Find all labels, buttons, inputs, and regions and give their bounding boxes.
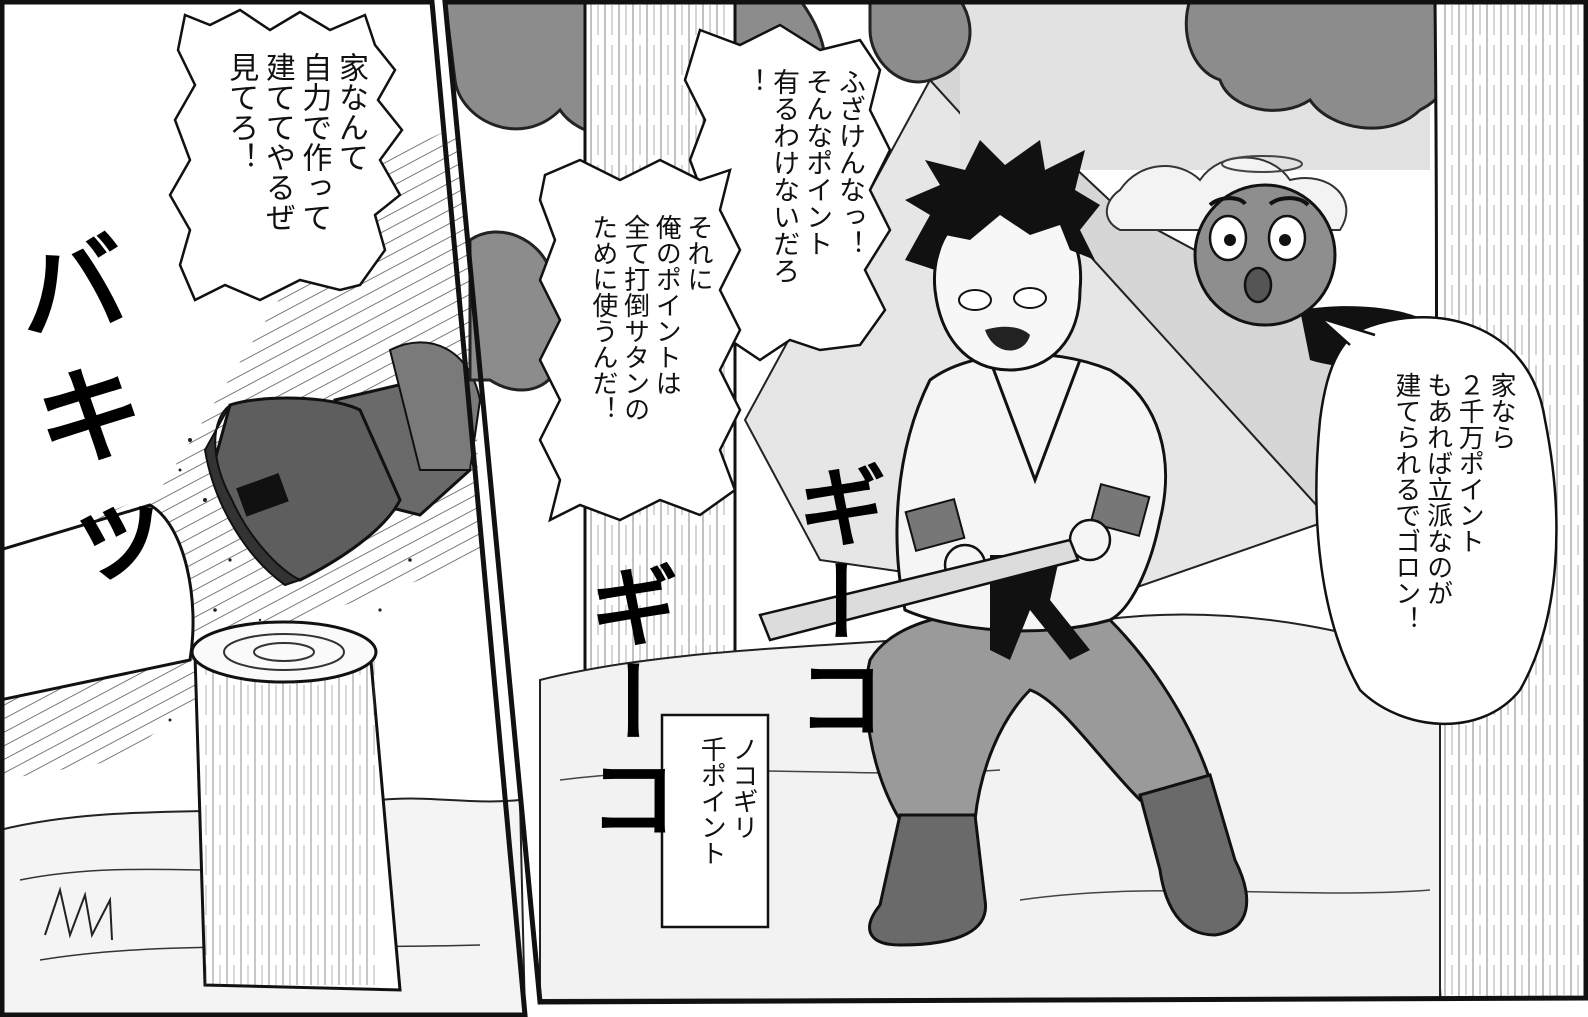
speech-bubble-left (168, 8, 404, 302)
boy-character (758, 140, 1249, 947)
speech-right-top-text: ふざけんなっ！ そんなポイント 有るわけないだろ ！ (735, 68, 865, 284)
black-belt (990, 555, 1090, 660)
speech-right-mid-text: それに 俺のポイントは 全て打倒サタンの ために使うんだ！ (587, 214, 713, 422)
speech-ball-text: 家なら ２千万ポイント もあれば立派なのが 建てられるでゴロン！ (1390, 372, 1516, 632)
left-boot (868, 813, 988, 947)
speech-bubble-right-mid (538, 158, 742, 523)
kicking-leg (203, 341, 482, 587)
caption-text: ノコギリ 千ポイント (696, 736, 758, 866)
fallen-log (0, 503, 195, 702)
speech-left-text: 家なんて 自力で作って 建ててやるぜ 見てろ！ (223, 52, 368, 232)
splinter-dots (168, 438, 412, 722)
tree-stump (190, 620, 402, 992)
sfx-giiko-1: ギーコ (781, 460, 886, 748)
caption-box (660, 713, 770, 929)
speech-bubble-ball (1315, 316, 1558, 726)
saw (758, 538, 1080, 642)
spiky-hair (905, 140, 1100, 270)
sfx-giiko-2: ギーコ (573, 560, 678, 848)
right-boot (1138, 773, 1249, 937)
floating-ball-character (1193, 155, 1337, 327)
